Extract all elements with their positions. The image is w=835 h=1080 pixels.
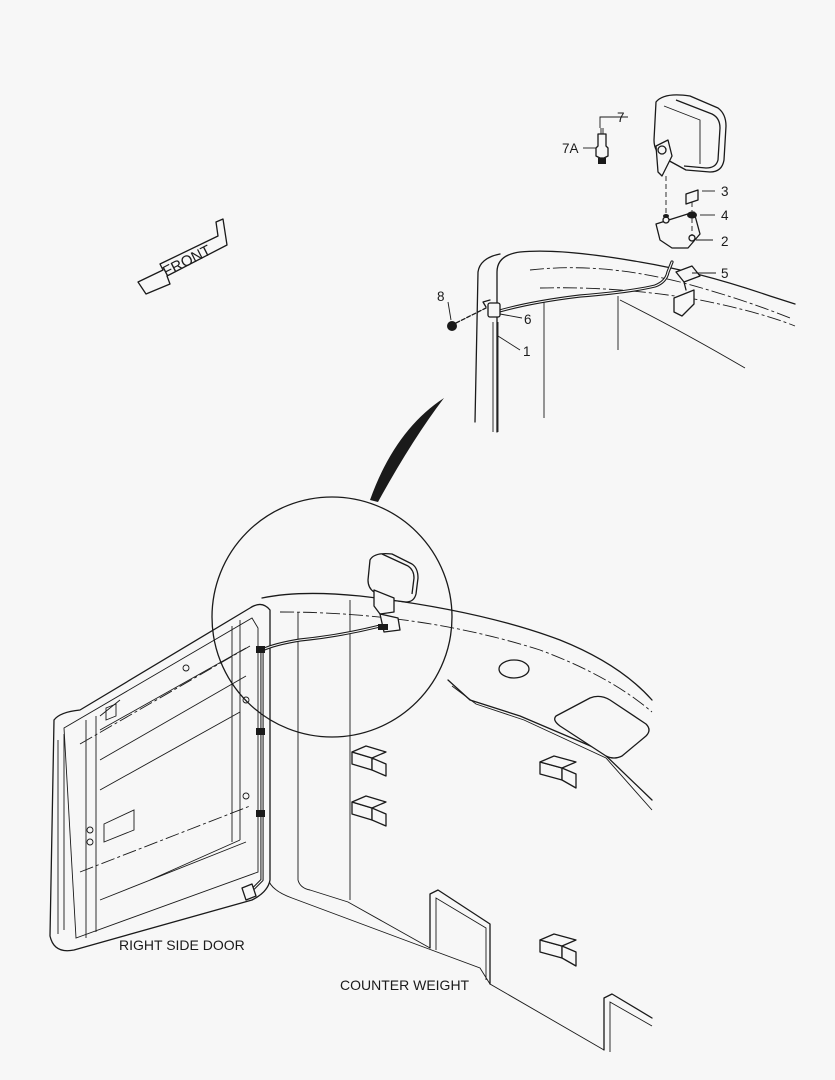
callout-3: 3 xyxy=(721,184,729,199)
front-label: FRONT xyxy=(160,242,214,281)
screw-part-8 xyxy=(447,307,487,331)
work-lamp-installed xyxy=(367,552,419,633)
callout-5: 5 xyxy=(721,266,729,281)
callout-2: 2 xyxy=(721,234,729,249)
caption-counter-weight: COUNTER WEIGHT xyxy=(340,977,470,993)
caption-right-side-door: RIGHT SIDE DOOR xyxy=(119,937,245,953)
callout-7a: 7A xyxy=(562,141,579,156)
callout-1: 1 xyxy=(523,344,531,359)
machine-view xyxy=(49,496,653,1052)
callout-6: 6 xyxy=(524,312,532,327)
pad-3 xyxy=(539,755,577,789)
work-lamp-part-7 xyxy=(653,94,727,218)
right-side-door xyxy=(49,603,271,952)
pad-2 xyxy=(351,795,387,827)
callout-7: 7 xyxy=(617,110,625,125)
detail-pointer xyxy=(370,398,444,502)
clamp-part-5 xyxy=(673,265,701,317)
detail-circle xyxy=(211,496,453,738)
hatch-cover xyxy=(554,695,650,759)
front-direction-arrow: FRONT xyxy=(137,218,228,295)
detail-view: 7 7A 3 4 2 5 8 6 1 xyxy=(437,94,796,433)
fuel-cap xyxy=(498,659,530,679)
washer-part-4 xyxy=(687,211,697,219)
callout-4: 4 xyxy=(721,208,729,223)
callout-8: 8 xyxy=(437,289,445,304)
pad-1 xyxy=(351,745,387,777)
bulb-part-7a xyxy=(595,128,609,164)
bolt-part-3 xyxy=(685,189,699,236)
pad-4 xyxy=(539,933,577,967)
